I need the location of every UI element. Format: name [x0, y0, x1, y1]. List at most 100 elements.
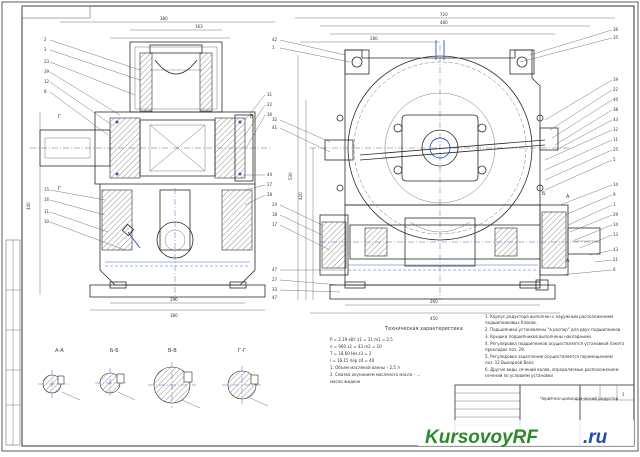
dim-left-bottom: 380: [170, 313, 178, 318]
svg-text:1: 1: [613, 202, 616, 207]
svg-text:5: 5: [613, 157, 616, 162]
svg-text:27: 27: [267, 182, 273, 187]
svg-text:19: 19: [613, 77, 619, 82]
svg-text:29: 29: [613, 212, 619, 217]
svg-text:В: В: [250, 114, 254, 120]
svg-text:масло жидкое: масло жидкое: [330, 379, 361, 384]
dim-right-top: 720: [440, 12, 448, 17]
svg-text:24: 24: [272, 202, 278, 207]
watermark-logo: KursovoyRF .ru: [418, 420, 634, 448]
svg-text:P = 2,19 кВт z1 = 31: P = 2,19 кВт z1 = 31 m1 = 2,5: [330, 337, 393, 342]
tech-heading: Техническая характеристика: [384, 326, 463, 332]
svg-text:Г: Г: [58, 186, 61, 192]
section-v-v: В-В: [148, 348, 201, 409]
tech-characteristics: Техническая характеристика P = 2,19 кВт …: [329, 326, 463, 384]
svg-text:38: 38: [613, 107, 619, 112]
svg-text:12: 12: [44, 79, 50, 84]
svg-text:13: 13: [613, 232, 619, 237]
svg-text:15: 15: [44, 187, 50, 192]
svg-text:А-А: А-А: [55, 348, 64, 354]
dim-left-bottom-b: 290: [170, 297, 178, 302]
svg-text:23: 23: [44, 59, 50, 64]
svg-text:прокладок поз. 29.: прокладок поз. 29.: [485, 347, 525, 352]
svg-text:2: 2: [44, 37, 47, 42]
dim-right-mid: 280: [370, 36, 378, 41]
svg-text:11: 11: [613, 137, 619, 142]
svg-text:33: 33: [272, 287, 278, 292]
svg-text:12: 12: [613, 127, 619, 132]
dim-left-top: 380: [160, 16, 168, 21]
svg-text:9: 9: [613, 192, 616, 197]
svg-text:Б: Б: [542, 191, 546, 197]
svg-text:14: 14: [613, 222, 619, 227]
svg-text:2. Смазка окунанием масляного: 2. Смазка окунанием масляного масла – ..…: [330, 372, 420, 377]
svg-text:42: 42: [272, 37, 278, 42]
section-a-a: А-А: [38, 348, 81, 401]
svg-text:27: 27: [272, 277, 278, 282]
svg-text:43: 43: [613, 117, 619, 122]
dim-left-height: 440: [26, 202, 31, 210]
left-view-labels: 2 3 23 39 12 8 15 16 11 10 31 22 30 44 2…: [44, 37, 273, 251]
svg-text:31: 31: [267, 92, 273, 97]
dim-right-bottom-b: 260: [430, 299, 438, 304]
svg-text:22: 22: [613, 87, 619, 92]
svg-text:А: А: [566, 194, 570, 200]
svg-text:44: 44: [267, 172, 273, 177]
svg-text:6: 6: [613, 267, 616, 272]
svg-text:39: 39: [44, 69, 50, 74]
svg-text:4. Регулировка подшипников осу: 4. Регулировка подшипников осуществляетс…: [485, 341, 625, 346]
svg-text:22: 22: [267, 102, 273, 107]
svg-text:1. Объем масляной ванны – 2,5: 1. Объем масляной ванны – 2,5 л: [330, 365, 400, 370]
svg-text:сечений по условиям установки: сечений по условиям установки: [485, 373, 553, 378]
svg-text:поз. 12 Выходной Вала: поз. 12 Выходной Вала: [485, 360, 534, 365]
svg-text:14: 14: [613, 182, 619, 187]
svg-text:3: 3: [44, 47, 47, 52]
sheet-number: 1: [622, 392, 625, 397]
watermark-main: KursovoyRF: [425, 427, 539, 448]
svg-text:40: 40: [613, 97, 619, 102]
dim-right-height-b: 420: [298, 192, 303, 200]
top-left-stamp: [21, 5, 91, 19]
svg-text:36: 36: [613, 27, 619, 32]
svg-text:В-В: В-В: [168, 348, 177, 354]
svg-text:21: 21: [613, 257, 619, 262]
section-g-g: Г-Г: [222, 348, 269, 407]
left-margin-strip: [5, 239, 21, 446]
svg-text:28: 28: [267, 192, 273, 197]
svg-text:1: 1: [272, 45, 275, 50]
dim-right-bottom: 450: [430, 316, 438, 321]
svg-text:17: 17: [272, 222, 278, 227]
svg-text:А: А: [566, 258, 570, 264]
right-view: 720 480 280: [288, 12, 615, 321]
svg-text:43: 43: [613, 247, 619, 252]
left-view: 380 16 3: [26, 16, 275, 318]
title-text: Червячно-цилиндрический редуктор: [540, 396, 619, 401]
svg-text:30: 30: [267, 112, 273, 117]
svg-text:10: 10: [44, 219, 50, 224]
svg-text:16: 16: [44, 197, 50, 202]
svg-text:47: 47: [272, 295, 278, 300]
svg-text:41: 41: [272, 125, 278, 130]
svg-text:6. Другие виды сечений валов,: 6. Другие виды сечений валов, определяем…: [485, 367, 619, 372]
section-b-b: Б-Б: [95, 348, 136, 401]
svg-text:47: 47: [272, 267, 278, 272]
svg-text:11: 11: [44, 209, 50, 214]
svg-text:подшипниковых блоков.: подшипниковых блоков.: [485, 320, 537, 325]
svg-text:35: 35: [613, 35, 619, 40]
svg-text:Б-Б: Б-Б: [110, 348, 119, 354]
svg-text:i = 16,15 пер z4 = 40: i = 16,15 пер z4 = 40: [330, 358, 375, 363]
svg-text:T = 18,60 Нм z3 = 2: T = 18,60 Нм z3 = 2: [329, 351, 372, 356]
svg-text:32: 32: [272, 117, 278, 122]
svg-text:18: 18: [272, 212, 278, 217]
svg-text:Г: Г: [58, 114, 61, 120]
dim-right-top-b: 480: [440, 20, 448, 25]
svg-text:1. Корпус редуктора выполнен с: 1. Корпус редуктора выполнен с наружным …: [485, 314, 613, 319]
tech-requirements: 1. Корпус редуктора выполнен с наружным …: [485, 314, 625, 378]
svg-text:3. Крышки подшипников выполнен: 3. Крышки подшипников выполнены накладны…: [485, 334, 592, 339]
watermark-suffix: .ru: [583, 427, 608, 448]
svg-text:n = 960 z2 = 43: n = 960 z2 = 43 m2 = 10: [330, 344, 382, 349]
inner-frame: [21, 5, 635, 447]
